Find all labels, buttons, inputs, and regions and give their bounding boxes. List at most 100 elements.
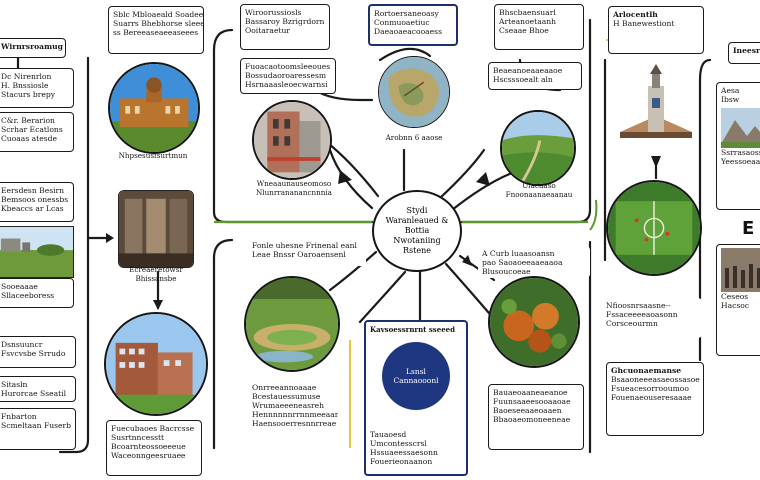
top-left-title: Wirnrsroamug <box>1 42 63 51</box>
left-f-line-2: Hurorcae Sseatil <box>1 389 67 398</box>
left-box-b: C&r. Berarion Scrhar Ecatlons Cuoaas ate… <box>0 112 74 152</box>
left-box-e: Dsnsuuncr Fsvcvsbe Srrudo <box>0 336 76 368</box>
col2-top-box: Sblc Mbloaeald Soadeer Suarrs Bhebhorse … <box>108 6 204 54</box>
col6-mid-text: Nfioosnrsaasne-- Fssaceeeeaoasonn Corsce… <box>602 298 702 338</box>
col5-top-line-1: Bhscbaensuarl <box>499 8 556 17</box>
left-f-line-1: Sitasln <box>1 380 28 389</box>
col3-top-box: Wiroorussiosls Bassaroy Bzrigrdorn Ooita… <box>240 4 330 50</box>
center-top-line-3: Daeaoaeacooaess <box>374 27 442 36</box>
left-c-line-2: Bemsoos onessbs <box>1 195 69 204</box>
top-left-title-box: Wirnrsroamug <box>0 38 66 58</box>
left-g-line-1: Fnbarton <box>1 412 37 421</box>
col5-mid-line-1: Beaeanoeaaeaaoe <box>493 66 563 75</box>
col6-bottom-box: Ghcuonaemanse Bsaaoneeeasaeossasoe Fsuea… <box>606 362 704 436</box>
navy-line-1: Lsnsl <box>406 367 426 376</box>
left-c-line-3: Kbeaccs ar Lcas <box>1 204 64 213</box>
col3-photo-caption-1: Wneaaunauseomoso <box>256 179 332 188</box>
col3-mid-box: Fuoacaotoomsleeoues Bossudaoroaressesm H… <box>240 58 336 94</box>
col2-top-line-3: ss Bereeaseaeeaseees <box>113 28 199 37</box>
right-d-line-1: Ceseos <box>721 292 749 301</box>
field-photo-circle <box>500 110 576 186</box>
col3-low-text: Fonle uhesne Frinenal eanl Leae Bnssr Oa… <box>248 238 366 266</box>
navy-circle: Lsnsl Cannaooonl <box>382 342 450 410</box>
right-a-title: Ineesr <box>733 46 760 55</box>
col3-mid-line-3: Hsrnaaasleoecwarnsi <box>245 80 328 89</box>
col6-top-box: Arlocentlh H Banewestiont <box>608 6 704 54</box>
right-b-panel: Aesa Ibsw Ssrrasaoss Yeessoeaa <box>716 82 760 210</box>
col2-gallery-caption: Ecreaeretowsr Bhissansbe <box>110 265 202 283</box>
left-a-line-2: H. Bnssiosle <box>1 81 49 90</box>
center-bottom-line-3: Hssuaeessaesonn <box>370 448 438 457</box>
garden-photo-circle <box>244 276 340 372</box>
col2-bottom-line-1: Fuecubaoes Bacrcsse <box>111 424 195 433</box>
col5-bottom-line-4: Bbaoaeomoneeneae <box>493 415 571 424</box>
col5-bottom-line-3: Baoeseeaaeoaaen <box>493 406 562 415</box>
col2-bottom-line-3: Bcoarnteossoeeeue <box>111 442 186 451</box>
left-box-d: Sooeaaae Sllaceeboress <box>0 278 74 308</box>
col2-bottom-line-4: Waceonngeesruaee <box>111 451 186 460</box>
col3-top-line-3: Ooitaraetur <box>245 26 291 35</box>
left-c-line-1: Eersdesn Besirn <box>1 186 65 195</box>
right-b-line-1: Aesa <box>721 86 740 95</box>
col5-top-box: Bhscbaensuarl Arteanoetaanh Cseaae Bhoe <box>494 4 584 50</box>
col2-top-line-2: Suarrs Bhebhorse sleeeu <box>113 19 204 28</box>
col3-low-line-2: Leae Bnssr Oaroaensenl <box>252 250 346 259</box>
col3-bottom-line-3: Wrumaeeeneasreh <box>252 401 325 410</box>
right-crowd-photo <box>721 248 760 292</box>
left-b-line-2: Scrhar Ecatlons <box>1 125 63 134</box>
col3-bottom-line-4: Hennnnnnrrnnmeeaan <box>252 410 338 419</box>
right-b-line-2: Ibsw <box>721 95 740 104</box>
col5-bottom-line-2: Fuunsaaeesooaaoae <box>493 397 571 406</box>
building-photo-circle <box>252 100 332 180</box>
col6-mid-line-3: Corsceourmn <box>606 319 658 328</box>
left-b-line-1: C&r. Berarion <box>1 116 55 125</box>
col5-photo-caption-2: Fnoonaanaeaanau <box>505 189 573 199</box>
col3-top-line-1: Wiroorussiosls <box>245 8 302 17</box>
col2-gallery-photo <box>118 190 194 268</box>
right-d-panel: Ceseos Hacsoc <box>716 244 760 356</box>
col2-bottom-box: Fuecubaoes Bacrcsse Susrtnncesstt Bcoarn… <box>106 420 202 476</box>
col5-mid-box: Beaeanoeaaeaaoe Hscsssoealt aln <box>488 62 582 90</box>
col2-top-line-1: Sblc Mbloaeald Soadeer <box>113 10 204 19</box>
col2-circle-caption: Nhpsesusfsurtmun <box>118 151 188 160</box>
col2-gallery-caption-1: Ecreaeretowsr <box>129 265 183 274</box>
col5-mid-line-2: Hscsssoealt aln <box>493 75 553 84</box>
col3-low-line-1: Fonle uhesne Frinenal eanl <box>252 241 357 250</box>
center-top-box: Rortoersaneoasy Conmuoaetiuc Daeaoaeacoo… <box>368 4 458 46</box>
col5-low-line-3: Blusoucoeae <box>482 267 531 276</box>
hub-line-5: Rstene <box>403 246 431 255</box>
center-top-line-2: Conmuoaetiuc <box>374 18 430 27</box>
col5-photo-caption-1: Ulaeaaso <box>522 181 556 190</box>
center-top-line-1: Rortoersaneoasy <box>374 9 439 18</box>
col5-top-line-3: Cseaae Bhoe <box>499 26 549 35</box>
left-landscape-photo <box>0 226 74 278</box>
col6-bottom-line-1: Ghcuonaemanse <box>611 366 682 375</box>
col6-mid-line-1: Nfioosnrsaasne-- <box>606 301 671 310</box>
left-box-g: Fnbarton Scmeltaan Fuserb <box>0 408 76 450</box>
col5-low-line-2: pao Saoaoeeaaeaaoa <box>482 258 563 267</box>
center-bottom-line-1: Tauaoesd <box>370 430 407 439</box>
col3-bottom-line-5: Haensooerresnnrreae <box>252 419 337 428</box>
col3-mid-line-1: Fuoacaotoomsleeoues <box>245 62 331 71</box>
left-box-f: Sitasln Hurorcae Sseatil <box>0 376 76 402</box>
right-c-line-2: Yeessoeaa <box>721 157 760 166</box>
col5-low-line-1: A Curb luaasoansn <box>482 249 555 258</box>
col3-photo-caption: Wneaaunauseomoso Nlunrrananancnnnia <box>254 179 334 197</box>
col5-top-line-2: Arteanoetaanh <box>499 17 557 26</box>
navy-line-2: Cannaooonl <box>393 376 439 385</box>
hub-line-2: Waranleaued & <box>385 216 449 225</box>
left-e-line-1: Dsnsuuncr <box>1 340 43 349</box>
col6-bottom-line-4: Fouenaeouseresaaae <box>611 393 692 402</box>
left-d-line-2: Sllaceeboress <box>1 291 55 300</box>
center-low-title: Kavsoessrnrnt sseeed <box>370 325 455 334</box>
campus-photo-circle <box>104 312 208 416</box>
left-a-line-1: Dc Nirenrlon <box>1 72 52 81</box>
right-c-line-1: Ssrrasaoss <box>721 148 760 157</box>
col6-top-line-2: H Banewestiont <box>613 19 675 28</box>
map-caption: Arobnn 6 aaose <box>385 133 443 142</box>
left-box-c: Eersdesn Besirn Bemsoos onessbs Kbeaccs … <box>0 182 74 222</box>
col3-bottom-text: Onrreeannoaaae Bcestauessumuse Wrumaeeen… <box>248 380 338 444</box>
col5-photo-caption: Ulaeaaso Fnoonaanaeaanau <box>494 181 584 199</box>
col3-bottom-line-1: Onrreeannoaaae <box>252 383 317 392</box>
